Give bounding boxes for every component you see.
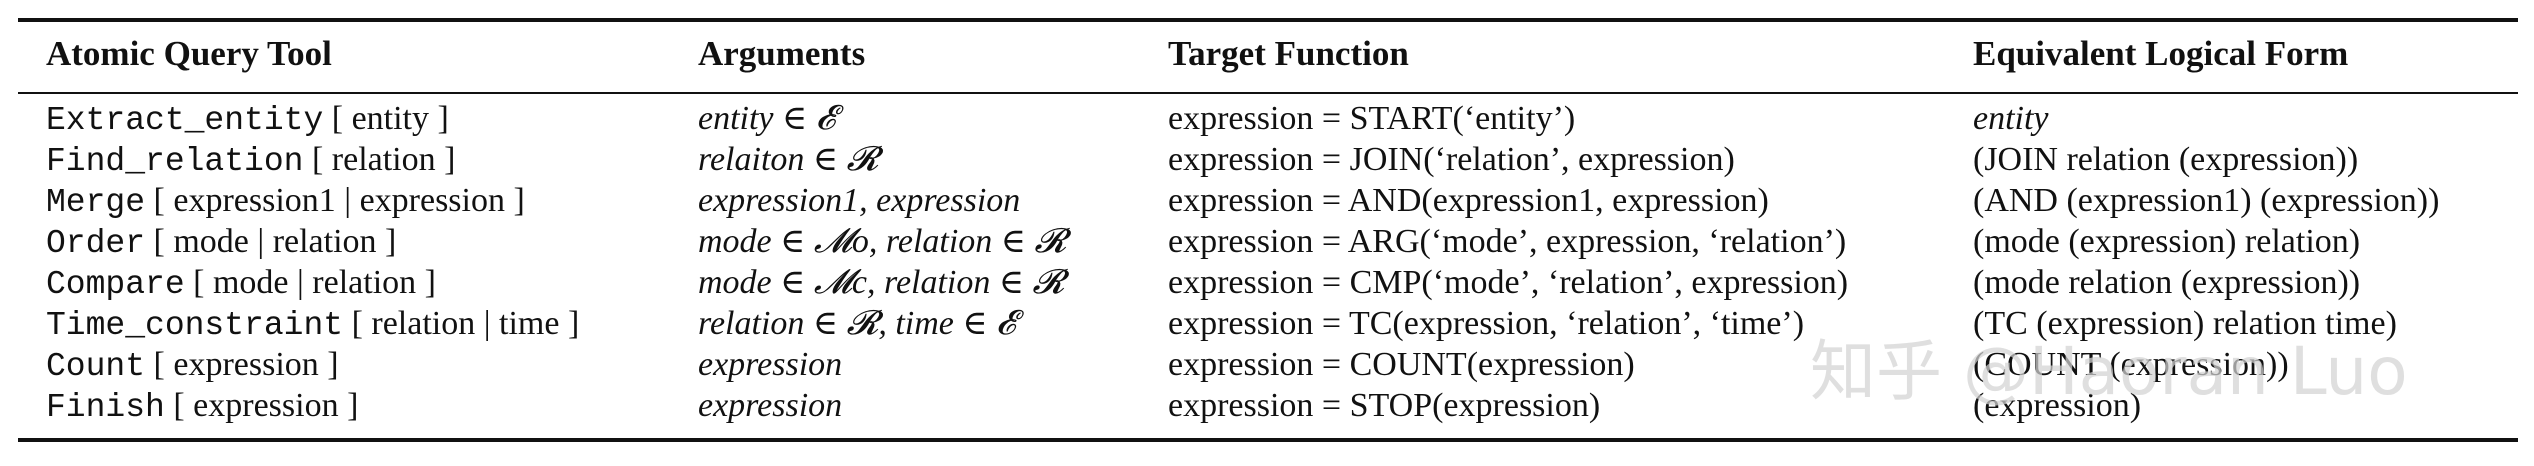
arguments-cell: relaiton ∈ 𝓡 <box>698 139 878 180</box>
tool-params: [ expression ] <box>173 387 359 424</box>
tool-cell: Compare [ mode | relation ] <box>46 262 436 305</box>
table-row: Finish [ expression ] expression express… <box>18 385 2518 426</box>
tool-cell: Finish [ expression ] <box>46 385 358 428</box>
tool-cell: Extract_entity [ entity ] <box>46 98 449 141</box>
tool-name: Count <box>46 348 146 385</box>
arguments-cell: mode ∈ 𝓜o, relation ∈ 𝓡 <box>698 221 1066 262</box>
logical-form-cell: (mode (expression) relation) <box>1973 223 2361 260</box>
table-row: Compare [ mode | relation ] mode ∈ 𝓜c, r… <box>18 262 2518 303</box>
logical-form-cell: (mode relation (expression)) <box>1973 264 2361 301</box>
header-equivalent-logical-form: Equivalent Logical Form <box>1973 34 2349 73</box>
target-function-cell: expression = START(‘entity’) <box>1168 100 1576 137</box>
header-target-function: Target Function <box>1168 34 1409 73</box>
target-function-cell: expression = COUNT(expression) <box>1168 346 1635 383</box>
bottom-rule <box>18 438 2518 442</box>
table-row: Find_relation [ relation ] relaiton ∈ 𝓡 … <box>18 139 2518 180</box>
tool-cell: Merge [ expression1 | expression ] <box>46 180 525 223</box>
logical-form-cell: (expression) <box>1973 387 2142 424</box>
arguments-text: mode ∈ 𝓜o, relation ∈ 𝓡 <box>698 223 1067 260</box>
table-row: Count [ expression ] expression expressi… <box>18 344 2518 385</box>
table-row: Time_constraint [ relation | time ] rela… <box>18 303 2518 344</box>
tool-name: Find_relation <box>46 143 304 180</box>
tool-name: Time_constraint <box>46 307 344 344</box>
tool-name: Finish <box>46 389 165 426</box>
arguments-cell: relation ∈ 𝓡, time ∈ 𝓔 <box>698 303 1016 344</box>
table-row: Extract_entity [ entity ] entity ∈ 𝓔 exp… <box>18 98 2518 139</box>
tool-name: Merge <box>46 184 146 221</box>
target-function-cell: expression = STOP(expression) <box>1168 387 1601 424</box>
logical-form-cell: (JOIN relation (expression)) <box>1973 141 2359 178</box>
arguments-cell: mode ∈ 𝓜c, relation ∈ 𝓡 <box>698 262 1064 303</box>
logical-form-cell: entity <box>1973 100 2049 137</box>
target-function-cell: expression = ARG(‘mode’, expression, ‘re… <box>1168 223 1847 260</box>
target-function-cell: expression = JOIN(‘relation’, expression… <box>1168 141 1735 178</box>
arguments-text: relation ∈ 𝓡, time ∈ 𝓔 <box>698 305 1016 342</box>
tool-cell: Find_relation [ relation ] <box>46 139 455 182</box>
tool-params: [ expression ] <box>153 346 339 383</box>
tool-params: [ mode | relation ] <box>153 223 397 260</box>
header-atomic-query-tool: Atomic Query Tool <box>46 34 332 73</box>
target-function-cell: expression = TC(expression, ‘relation’, … <box>1168 305 1805 342</box>
tool-params: [ relation ] <box>311 141 456 178</box>
logical-form-cell: (TC (expression) relation time) <box>1973 305 2397 342</box>
logical-form-cell: (COUNT (expression)) <box>1973 346 2289 383</box>
table-row: Order [ mode | relation ] mode ∈ 𝓜o, rel… <box>18 221 2518 262</box>
arguments-text: mode ∈ 𝓜c, relation ∈ 𝓡 <box>698 264 1065 301</box>
header-arguments: Arguments <box>698 34 866 73</box>
arguments-cell: expression <box>698 387 843 424</box>
tool-name: Compare <box>46 266 185 303</box>
arguments-text: entity ∈ 𝓔 <box>698 100 836 137</box>
tool-params: [ mode | relation ] <box>193 264 436 301</box>
tool-name: Extract_entity <box>46 102 324 139</box>
arguments-cell: expression <box>698 346 843 383</box>
target-function-cell: expression = CMP(‘mode’, ‘relation’, exp… <box>1168 264 1849 301</box>
logical-form-cell: (AND (expression1) (expression)) <box>1973 182 2440 219</box>
tool-cell: Time_constraint [ relation | time ] <box>46 303 579 346</box>
arguments-cell: expression1, expression <box>698 180 1020 221</box>
tool-params: [ expression1 | expression ] <box>153 182 525 219</box>
tool-params: [ relation | time ] <box>351 305 580 342</box>
header-rule <box>18 92 2518 94</box>
arguments-text: expression1, expression <box>698 182 1021 219</box>
table-row: Merge [ expression1 | expression ] expre… <box>18 180 2518 221</box>
tool-params: [ entity ] <box>331 100 449 137</box>
tool-cell: Count [ expression ] <box>46 344 339 387</box>
tool-name: Order <box>46 225 146 262</box>
tool-cell: Order [ mode | relation ] <box>46 221 396 264</box>
arguments-text: relaiton ∈ 𝓡 <box>698 141 879 178</box>
target-function-cell: expression = AND(expression1, expression… <box>1168 182 1769 219</box>
arguments-cell: entity ∈ 𝓔 <box>698 98 835 139</box>
top-rule <box>18 18 2518 22</box>
